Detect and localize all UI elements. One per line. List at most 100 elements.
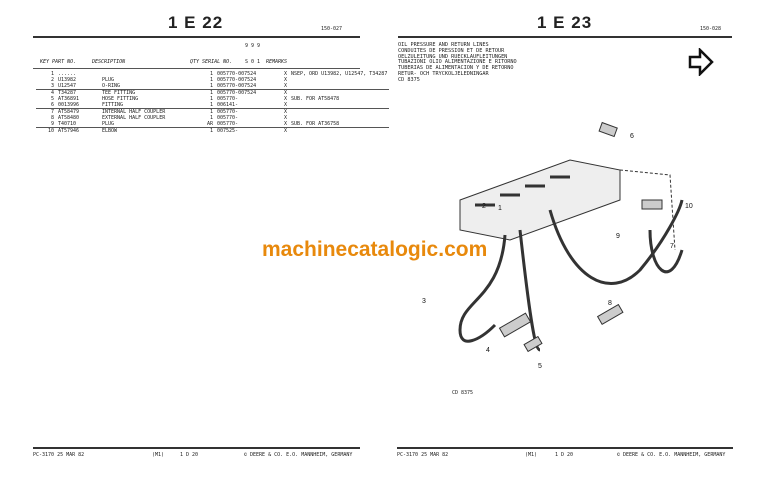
cell-part: U12547 bbox=[58, 83, 77, 89]
cell-x: X bbox=[283, 71, 287, 77]
footer-rule bbox=[33, 447, 360, 449]
cell-serial: 005770- bbox=[217, 115, 239, 121]
divider bbox=[33, 68, 360, 69]
arrow-right-outline-icon[interactable] bbox=[688, 48, 714, 76]
footer-rule bbox=[397, 447, 733, 449]
cell-qty: AR bbox=[206, 121, 213, 127]
cell-remarks: NSEP, ORD U13982, U12547, T34287 bbox=[291, 71, 388, 77]
cell-key: 10 bbox=[47, 128, 54, 134]
cell-key: 2 bbox=[50, 77, 54, 83]
cell-x: X bbox=[283, 102, 287, 108]
cell-key: 9 bbox=[50, 121, 54, 127]
cell-serial: 005770- bbox=[217, 109, 239, 115]
cell-qty: 1 bbox=[209, 71, 213, 77]
cell-serial: 005770- bbox=[217, 96, 239, 102]
cell-part: T40710 bbox=[58, 121, 77, 127]
table-row: 5 AT36891 HOSE FITTING 1 005770- X SUB. FOR AT… bbox=[36, 96, 389, 102]
divider bbox=[398, 36, 732, 38]
cell-desc: FITTING bbox=[102, 102, 124, 108]
cell-part: 0013996 bbox=[58, 102, 80, 108]
cell-x: X bbox=[283, 115, 287, 121]
cell-key: 8 bbox=[50, 115, 54, 121]
cell-part: AT58479 bbox=[58, 109, 80, 115]
col-remarks: REMARKS bbox=[266, 59, 288, 65]
cell-key: 6 bbox=[50, 102, 54, 108]
figure-id: CD 8375 bbox=[452, 390, 474, 396]
cell-x: X bbox=[283, 96, 287, 102]
cell-qty: 1 bbox=[209, 77, 213, 83]
col-codes: S 0 1 bbox=[245, 59, 261, 65]
callout-3: 3 bbox=[422, 298, 426, 305]
cell-desc: EXTERNAL HALF COUPLER bbox=[102, 115, 166, 121]
footer-copyright: © DEERE & CO. E.O. MANNHEIM, GERMANY bbox=[617, 452, 726, 458]
page-ref: 150-027 bbox=[321, 26, 343, 32]
col-qty-serial: QTY SERIAL NO. bbox=[190, 59, 233, 65]
footer-section: 1 D 20 bbox=[555, 452, 574, 458]
cell-x: X bbox=[283, 128, 287, 134]
cell-desc: TEE FITTING bbox=[102, 90, 136, 96]
footer-doc: PC-3170 25 MAR 82 bbox=[33, 452, 85, 458]
cell-remarks: SUB. FOR AT58478 bbox=[291, 96, 340, 102]
cell-part: ...... bbox=[58, 71, 77, 77]
cell-desc: PLUG bbox=[102, 77, 115, 83]
page-ref: 150-028 bbox=[700, 26, 722, 32]
footer-rev: (M1) bbox=[525, 452, 538, 458]
cell-qty: 1 bbox=[209, 109, 213, 115]
cell-desc: INTERNAL HALF COUPLER bbox=[102, 109, 166, 115]
col-codes-top: 9 9 9 bbox=[245, 43, 261, 49]
cell-x: X bbox=[283, 90, 287, 96]
cell-serial: 005770-007524 bbox=[217, 77, 257, 83]
cell-desc: PLUG bbox=[102, 121, 115, 127]
cell-part: T34287 bbox=[58, 90, 77, 96]
cell-qty: 1 bbox=[209, 102, 213, 108]
col-key-part: KEY PART NO. bbox=[40, 59, 77, 65]
hoses bbox=[458, 199, 684, 352]
cell-x: X bbox=[283, 121, 287, 127]
cell-qty: 1 bbox=[209, 96, 213, 102]
col-description: DESCRIPTION bbox=[92, 59, 126, 65]
callout-5: 5 bbox=[538, 363, 542, 370]
cell-x: X bbox=[283, 77, 287, 83]
table-row: 9 T40710 PLUG AR 005770- X SUB. FOR AT36758 bbox=[36, 121, 389, 128]
cell-part: AT57946 bbox=[58, 128, 80, 134]
footer-copyright: © DEERE & CO. E.O. MANNHEIM, GERMANY bbox=[244, 452, 353, 458]
table-row: 6 0013996 FITTING 1 006141- X bbox=[36, 102, 389, 109]
cell-serial: 006141- bbox=[217, 102, 239, 108]
table-row: 2 U13982 PLUG 1 005770-007524 X bbox=[36, 77, 389, 83]
callout-4: 4 bbox=[486, 347, 490, 354]
cell-qty: 1 bbox=[209, 128, 213, 134]
callout-9: 9 bbox=[616, 233, 620, 240]
cell-qty: 1 bbox=[209, 90, 213, 96]
callout-6: 6 bbox=[630, 133, 634, 140]
cell-key: 4 bbox=[50, 90, 54, 96]
cell-serial: 005770-007524 bbox=[217, 83, 257, 89]
cell-desc: HOSE FITTING bbox=[102, 96, 139, 102]
cell-x: X bbox=[283, 83, 287, 89]
cell-desc: ELBOW bbox=[102, 128, 118, 134]
footer-section: 1 D 20 bbox=[180, 452, 199, 458]
cell-remarks: SUB. FOR AT36758 bbox=[291, 121, 340, 127]
cell-key: 5 bbox=[50, 96, 54, 102]
table-row: 10 AT57946 ELBOW 1 007525- X bbox=[36, 127, 390, 135]
cell-key: 3 bbox=[50, 83, 54, 89]
cell-remarks bbox=[289, 128, 389, 135]
callout-10: 10 bbox=[685, 203, 693, 210]
cell-part: AT36891 bbox=[58, 96, 80, 102]
page-number: 1 E 23 bbox=[537, 13, 593, 32]
cell-serial: 007525- bbox=[217, 128, 239, 134]
cell-qty: 1 bbox=[209, 115, 213, 121]
footer-doc: PC-3170 25 MAR 82 bbox=[397, 452, 449, 458]
cell-serial: 005770-007524 bbox=[217, 71, 257, 77]
section-title: OIL PRESSURE AND RETURN LINES CONDUITES … bbox=[398, 42, 517, 83]
divider bbox=[33, 36, 360, 38]
cell-serial: 005770- bbox=[217, 121, 239, 127]
cell-x: X bbox=[283, 109, 287, 115]
cell-part: U13982 bbox=[58, 77, 77, 83]
callout-7: 7 bbox=[670, 243, 674, 250]
